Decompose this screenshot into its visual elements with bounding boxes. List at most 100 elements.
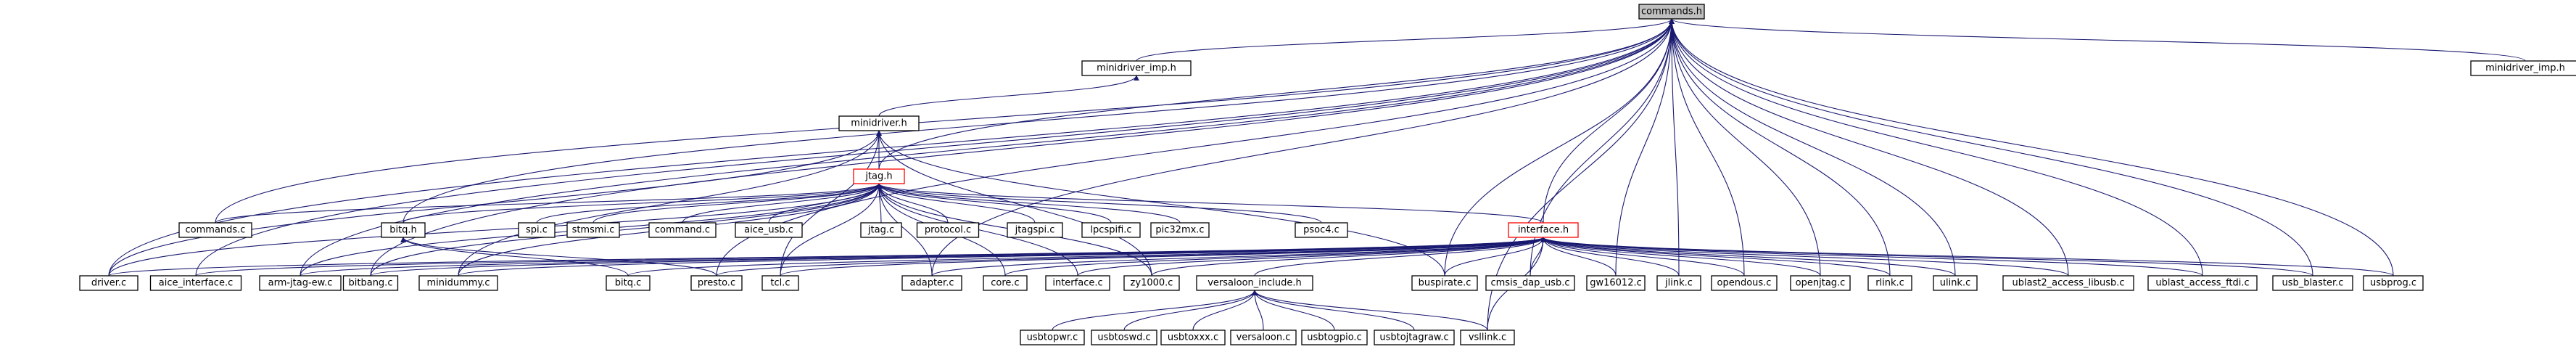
node-label: minidriver_imp.h: [2485, 63, 2565, 74]
node-box: [418, 275, 498, 291]
edge-usbtojtagraw_c-to-versaloon_include_h: [1252, 290, 1415, 331]
edge-minidummy_c-to-minidriver_h: [458, 130, 882, 277]
node-zy1000-c[interactable]: zy1000.c: [1123, 275, 1180, 291]
node-box: [149, 275, 242, 291]
node-bitq-c[interactable]: bitq.c: [606, 275, 651, 291]
node-label: rlink.c: [1875, 278, 1904, 289]
node-box: [735, 222, 803, 238]
node-label: openjtag.c: [1796, 278, 1846, 289]
node-interface-h[interactable]: interface.h: [1508, 222, 1579, 238]
edge-ublast2_c-to-commands_h: [1669, 18, 2069, 277]
node-label: vsllink.c: [1469, 332, 1506, 343]
node-box: [381, 222, 426, 238]
node-buspirate-c[interactable]: buspirate.c: [1411, 275, 1478, 291]
edge-jtagspi_c-to-jtag_h: [876, 183, 1036, 224]
node-usbtoxxx-c[interactable]: usbtoxxx.c: [1160, 330, 1226, 345]
node-protocol-c[interactable]: protocol.c: [916, 222, 980, 238]
node-minidriver-h[interactable]: minidriver.h: [838, 115, 920, 131]
edge-bitbang_c-to-commands_h: [370, 18, 1675, 277]
node-box: [1196, 275, 1313, 291]
node-box: [259, 275, 342, 291]
node-label: ublast2_access_libusb.c: [2012, 278, 2124, 289]
node-interface-c[interactable]: interface.c: [1045, 275, 1110, 291]
edge-buspirate_c-to-interface_h: [1444, 237, 1546, 277]
edge-driver_c-to-jtag_h: [108, 183, 882, 277]
node-box: [1045, 275, 1110, 291]
node-vsllink-c[interactable]: vsllink.c: [1460, 330, 1515, 345]
edge-minidriver_imp_h-to-commands_h: [1136, 18, 1675, 62]
node-label: stmsmi.c: [572, 225, 615, 236]
edge-gw16012_c-to-interface_h: [1540, 237, 1617, 277]
node-lpcspifi-c[interactable]: lpcspifi.c: [1081, 222, 1141, 238]
node-label: pic32mx.c: [1155, 225, 1204, 236]
node-aice-usb-c[interactable]: aice_usb.c: [735, 222, 803, 238]
node-minidriver-imp-h[interactable]: minidriver_imp.h: [1081, 60, 1192, 76]
node-label: bitq.c: [615, 278, 642, 289]
node-box: [1790, 275, 1851, 291]
node-box: [860, 222, 902, 238]
node-box: [1508, 222, 1579, 238]
node-psoc4-c[interactable]: psoc4.c: [1295, 222, 1348, 238]
node-driver-c[interactable]: driver.c: [79, 275, 139, 291]
node-usbtojtagraw-c[interactable]: usbtojtagraw.c: [1374, 330, 1455, 345]
edge-minidriver_imp_h_2-to-commands_h: [1669, 18, 2526, 62]
node-label: aice_interface.c: [159, 278, 233, 289]
edge-minidriver_h-to-minidriver_imp_h: [878, 75, 1139, 117]
node-box: [1374, 330, 1455, 345]
node-label: driver.c: [91, 278, 126, 289]
node-commands-c[interactable]: commands.c: [178, 222, 252, 238]
node-pic32mx-c[interactable]: pic32mx.c: [1150, 222, 1210, 238]
node-spi-c[interactable]: spi.c: [518, 222, 556, 238]
node-usbtogpio-c[interactable]: usbtogpio.c: [1301, 330, 1368, 345]
edge-adapter_c-to-jtag_h: [876, 183, 933, 277]
node-box: [1295, 222, 1348, 238]
node-bitq-h[interactable]: bitq.h: [381, 222, 426, 238]
node-label: opendous.c: [1717, 278, 1772, 289]
edge-minidummy_c-to-interface_h: [458, 237, 1546, 277]
node-tcl-c[interactable]: tcl.c: [761, 275, 799, 291]
node-usbtopwr-c[interactable]: usbtopwr.c: [1020, 330, 1085, 345]
edge-aice_interface_c-to-commands_h: [195, 18, 1675, 277]
edge-buspirate_c-to-minidriver_h: [876, 130, 1445, 277]
node-label: usbprog.c: [2370, 278, 2416, 289]
edge-driver_c-to-minidriver_h: [108, 130, 882, 277]
node-versaloon-c[interactable]: versaloon.c: [1230, 330, 1297, 345]
node-jtag-h[interactable]: jtag.h: [853, 168, 905, 184]
node-usbprog-c[interactable]: usbprog.c: [2363, 275, 2424, 291]
edge-usb_blaster_c-to-commands_h: [1669, 18, 2313, 277]
edge-zy1000_c-to-interface_h: [1151, 237, 1546, 277]
node-minidummy-c[interactable]: minidummy.c: [418, 275, 498, 291]
node-bitbang-c[interactable]: bitbang.c: [342, 275, 399, 291]
node-rlink-c[interactable]: rlink.c: [1867, 275, 1912, 291]
node-label: minidummy.c: [426, 278, 490, 289]
node-commands-h[interactable]: commands.h: [1638, 4, 1705, 20]
node-stmsmi-c[interactable]: stmsmi.c: [566, 222, 620, 238]
node-label: buspirate.c: [1419, 278, 1471, 289]
node-core-c[interactable]: core.c: [983, 275, 1028, 291]
node-box: [518, 222, 556, 238]
node-adapter-c[interactable]: adapter.c: [901, 275, 962, 291]
node-usb-blaster-c[interactable]: usb_blaster.c: [2272, 275, 2353, 291]
node-box: [916, 222, 980, 238]
node-jlink-c[interactable]: jlink.c: [1656, 275, 1701, 291]
edge-commands_c-to-jtag_h: [215, 183, 882, 224]
node-usbtoswd-c[interactable]: usbtoswd.c: [1091, 330, 1157, 345]
node-gw16012-c[interactable]: gw16012.c: [1586, 275, 1646, 291]
node-presto-c[interactable]: presto.c: [690, 275, 743, 291]
node-cmsis-dap-usb-c[interactable]: cmsis_dap_usb.c: [1485, 275, 1575, 291]
node-label: bitq.h: [389, 225, 417, 236]
node-arm-jtag-ew-c[interactable]: arm-jtag-ew.c: [259, 275, 342, 291]
node-jtagspi-c[interactable]: jtagspi.c: [1007, 222, 1063, 238]
node-box: [1485, 275, 1575, 291]
node-ublast2-c[interactable]: ublast2_access_libusb.c: [2002, 275, 2134, 291]
node-minidriver-imp-h-2[interactable]: minidriver_imp.h: [2470, 60, 2576, 76]
node-jtag-c[interactable]: jtag.c: [860, 222, 902, 238]
node-aice-interface-c[interactable]: aice_interface.c: [149, 275, 242, 291]
node-command-c[interactable]: command.c: [648, 222, 717, 238]
node-openjtag-c[interactable]: openjtag.c: [1790, 275, 1851, 291]
node-ublast-ftdi-c[interactable]: ublast_access_ftdi.c: [2147, 275, 2258, 291]
node-opendous-c[interactable]: opendous.c: [1711, 275, 1778, 291]
node-ulink-c[interactable]: ulink.c: [1933, 275, 1978, 291]
node-versaloon-include-h[interactable]: versaloon_include.h: [1196, 275, 1313, 291]
